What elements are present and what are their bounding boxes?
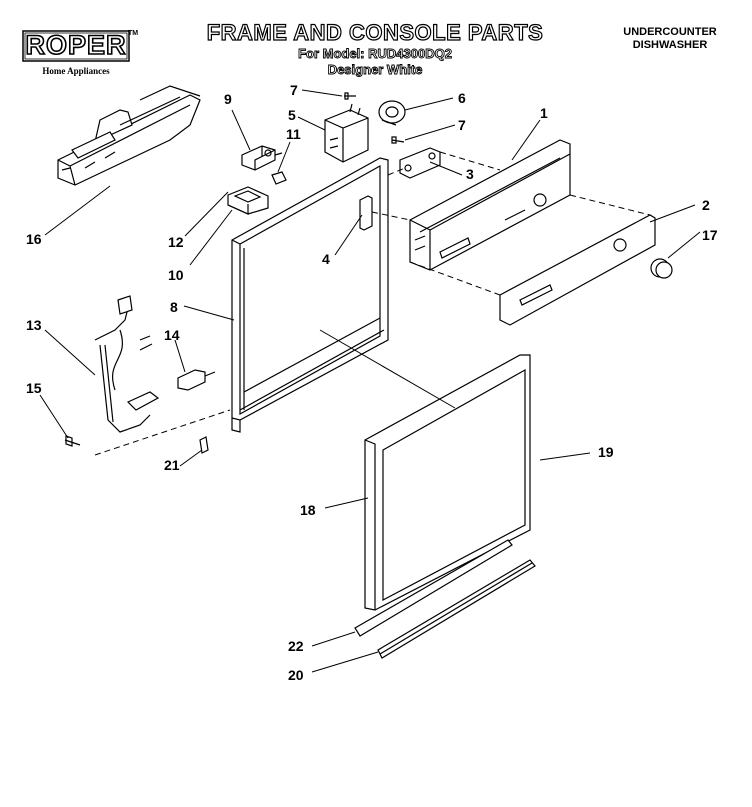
part-8-door-frame [231,157,389,433]
part-7-screw-lower [391,136,405,144]
callout-3: 3 [466,166,474,182]
callout-labels: 1 2 3 4 5 6 7 7 8 9 10 11 12 13 14 15 16… [26,82,718,683]
product-type-line1: UNDERCOUNTER [623,26,717,38]
callout-1: 1 [540,105,548,121]
callout-2: 2 [702,197,710,213]
callout-11: 11 [286,126,301,142]
callout-12: 12 [168,234,184,250]
callout-6: 6 [458,90,466,106]
part-11-clip [271,171,287,185]
callout-18: 18 [300,502,316,518]
callout-5: 5 [288,107,296,123]
callout-19: 19 [598,444,614,460]
callout-7a: 7 [290,82,298,98]
callout-15: 15 [26,380,42,396]
part-14-switch [177,369,216,391]
part-5-timer-switch [324,103,369,163]
alignment-lines [94,151,651,456]
brand-logo: ROPER [25,29,127,61]
leader-lines [39,89,701,673]
part-3-hinge-bracket [399,147,441,179]
callout-8: 8 [170,299,178,315]
model-number: For Model: RUD4300DQ2 [298,46,453,62]
callout-7b: 7 [458,117,466,133]
part-13-wire-harness [94,295,160,433]
part-19-door-panel [364,354,531,611]
product-type-line2: DISHWASHER [632,39,708,51]
part-9-switch [241,145,283,171]
callout-17: 17 [702,227,718,243]
callout-13: 13 [26,317,42,333]
callout-16: 16 [26,231,42,247]
callout-14: 14 [164,327,180,343]
part-22-bottom-trim [354,539,513,637]
page-title: FRAME AND CONSOLE PARTS [206,19,544,45]
callout-10: 10 [168,267,184,283]
model-color: Designer White [327,62,423,78]
part-6-knob-housing [378,100,406,126]
part-2-console-overlay [499,214,656,326]
part-21-clip [199,436,209,454]
brand-subtitle: Home Appliances [42,66,110,76]
callout-22: 22 [288,638,304,654]
part-15-screw [64,435,81,447]
callout-21: 21 [164,457,180,473]
brand-trademark: TM [128,30,139,37]
callout-4: 4 [322,251,330,267]
part-20-toe-trim [377,559,536,659]
part-10-latch-bracket [227,186,269,215]
product-type: UNDERCOUNTER DISHWASHER [600,26,740,52]
callout-9: 9 [224,91,232,107]
part-17-knob [650,258,673,279]
roper-logo-frame [22,30,130,62]
callout-20: 20 [288,667,304,683]
part-7-screw-top [344,92,356,100]
part-16-console-bracket [57,85,201,186]
